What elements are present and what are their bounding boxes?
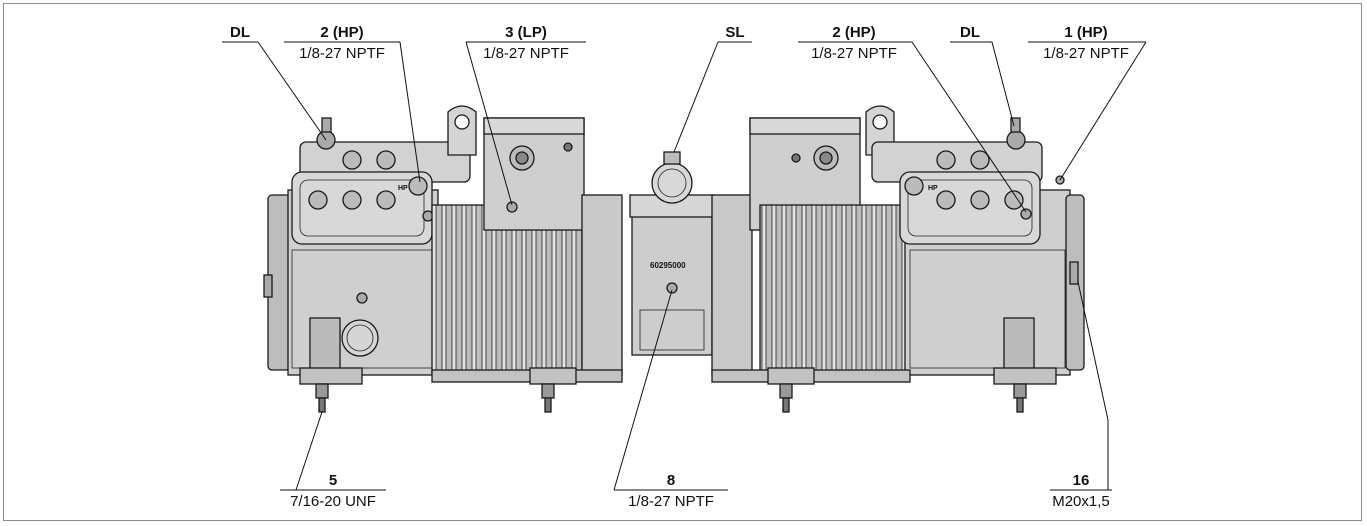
callout-2hp-right-spec: 1/8-27 NPTF	[811, 45, 897, 62]
callout-dl-right-number: DL	[960, 24, 980, 41]
center-coupling: 60295000	[629, 151, 715, 356]
callout-5-number: 5	[329, 472, 337, 489]
callout-3lp-spec: 1/8-27 NPTF	[483, 45, 569, 62]
callout-16-spec: M20x1,5	[1052, 493, 1110, 510]
callout-3lp-number: 3 (LP)	[505, 24, 547, 41]
right-compressor: HP	[711, 105, 1085, 413]
callout-2hp-right-number: 2 (HP)	[832, 24, 875, 41]
callout-2hp-left-spec: 1/8-27 NPTF	[299, 45, 385, 62]
callout-8-number: 8	[667, 472, 675, 489]
callout-8-spec: 1/8-27 NPTF	[628, 493, 714, 510]
callout-16-number: 16	[1073, 472, 1090, 489]
callout-leaders	[222, 41, 1147, 491]
callout-1hp-number: 1 (HP)	[1064, 24, 1107, 41]
hp-tag-left: HP	[398, 185, 408, 192]
callout-2hp-left-number: 2 (HP)	[320, 24, 363, 41]
callout-sl-number: SL	[725, 24, 744, 41]
serial-number: 60295000	[650, 261, 686, 270]
callout-5-spec: 7/16-20 UNF	[290, 493, 376, 510]
left-compressor: HP	[263, 105, 623, 413]
callout-1hp-spec: 1/8-27 NPTF	[1043, 45, 1129, 62]
callout-dl-left-number: DL	[230, 24, 250, 41]
hp-tag-right: HP	[928, 185, 938, 192]
callout-labels: DL 2 (HP) 1/8-27 NPTF 3 (LP) 1/8-27 NPTF…	[230, 24, 1129, 510]
